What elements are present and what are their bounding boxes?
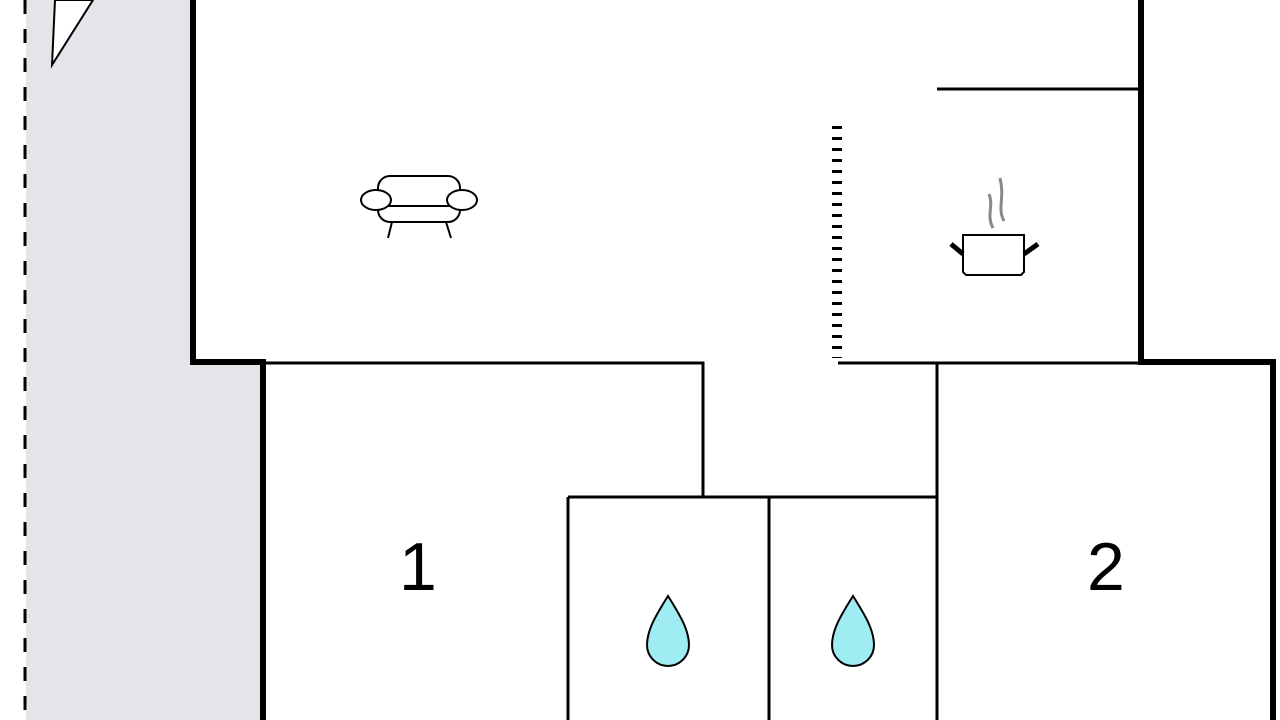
water-drop-icon: [645, 594, 691, 667]
interior-walls: [263, 87, 1141, 720]
outer-walls: [190, 0, 1276, 720]
bedroom-2-label: 2: [1087, 529, 1125, 605]
sofa-icon: [360, 175, 478, 239]
terrace-area-lower: [190, 362, 263, 720]
north-arrow: [50, 0, 95, 69]
water-drop-icon: [830, 594, 876, 667]
cooking-pot-icon: [949, 177, 1040, 276]
terrace-area: [26, 0, 193, 720]
bedroom-1-label: 1: [399, 529, 437, 605]
